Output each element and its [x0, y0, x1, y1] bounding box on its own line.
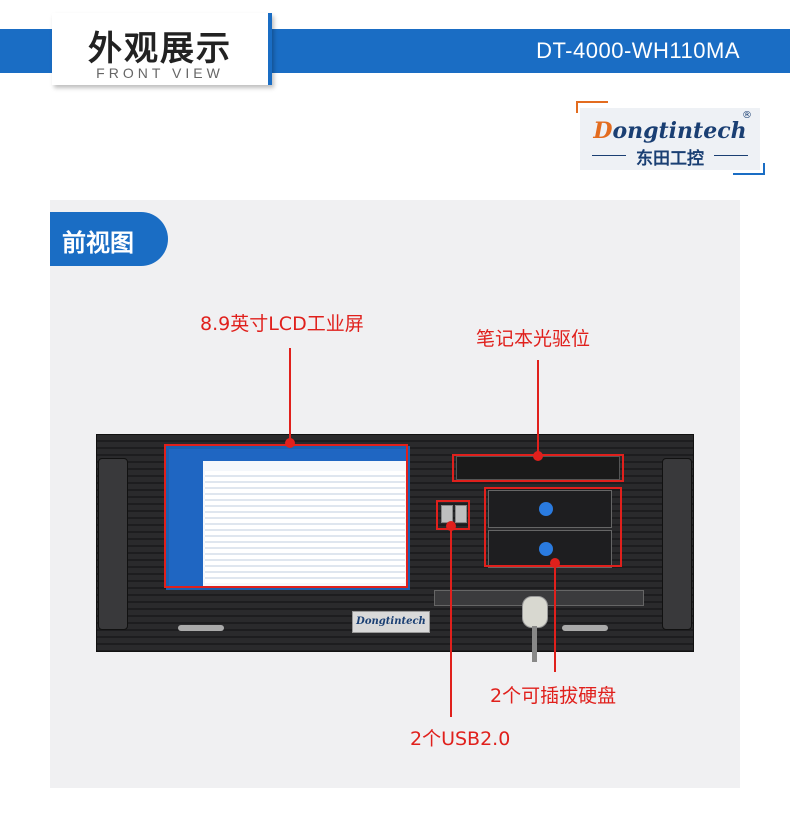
- logo-letter-d: D: [593, 118, 613, 144]
- label-hard-drives: 2个可插拔硬盘: [490, 685, 617, 707]
- lock-key: [522, 596, 548, 666]
- highlight-lcd: [164, 444, 408, 588]
- logo-corner-decoration: [576, 101, 608, 113]
- key-head: [522, 596, 548, 628]
- callout-dot-usb: [446, 521, 456, 531]
- hdd-bay-bottom: [488, 530, 612, 568]
- registered-mark: ®: [742, 110, 752, 121]
- callout-dot-hdd: [550, 558, 560, 568]
- label-usb: 2个USB2.0: [410, 728, 511, 750]
- callout-line-hdd: [554, 566, 556, 672]
- label-optical-drive: 笔记本光驱位: [476, 328, 591, 350]
- label-lcd: 8.9英寸LCD工业屏: [200, 313, 364, 335]
- section-title: 前视图: [62, 229, 134, 257]
- screen-table: [205, 471, 405, 583]
- bay-release-button: [539, 502, 553, 516]
- front-latch: [178, 625, 224, 631]
- front-latch: [562, 625, 608, 631]
- hdd-bay-top: [488, 490, 612, 528]
- key-shaft: [532, 626, 537, 662]
- front-brand-plate: Dongtintech: [352, 611, 430, 633]
- model-number: DT-4000-WH110MA: [536, 38, 740, 63]
- brand-logo: Dongtintech ® 东田工控: [580, 108, 760, 170]
- callout-dot-optical: [533, 451, 543, 461]
- usb-port: [455, 505, 467, 523]
- screen-titlebar: [169, 449, 407, 461]
- logo-line-left: [592, 155, 626, 156]
- left-handle-front: [98, 458, 128, 630]
- logo-chinese: 东田工控: [636, 149, 704, 169]
- bay-release-button: [539, 542, 553, 556]
- title-card: 外观展示 FRONT VIEW: [52, 13, 272, 85]
- screen-sidebar: [169, 461, 203, 587]
- right-handle-front: [662, 458, 692, 630]
- page-subtitle: FRONT VIEW: [96, 65, 224, 81]
- logo-english: Dongtintech: [580, 118, 760, 144]
- logo-english-rest: ongtintech: [612, 118, 747, 144]
- lcd-screen: [166, 446, 410, 590]
- logo-line-right: [714, 155, 748, 156]
- callout-line-usb: [450, 529, 452, 717]
- logo-corner-decoration: [733, 163, 765, 175]
- callout-line-lcd: [289, 348, 291, 440]
- page-title: 外观展示: [88, 29, 232, 69]
- callout-line-optical: [537, 360, 539, 452]
- section-tab: 前视图: [50, 212, 168, 266]
- highlight-optical: [452, 454, 624, 482]
- highlight-hdd: [484, 487, 622, 567]
- callout-dot-lcd: [285, 438, 295, 448]
